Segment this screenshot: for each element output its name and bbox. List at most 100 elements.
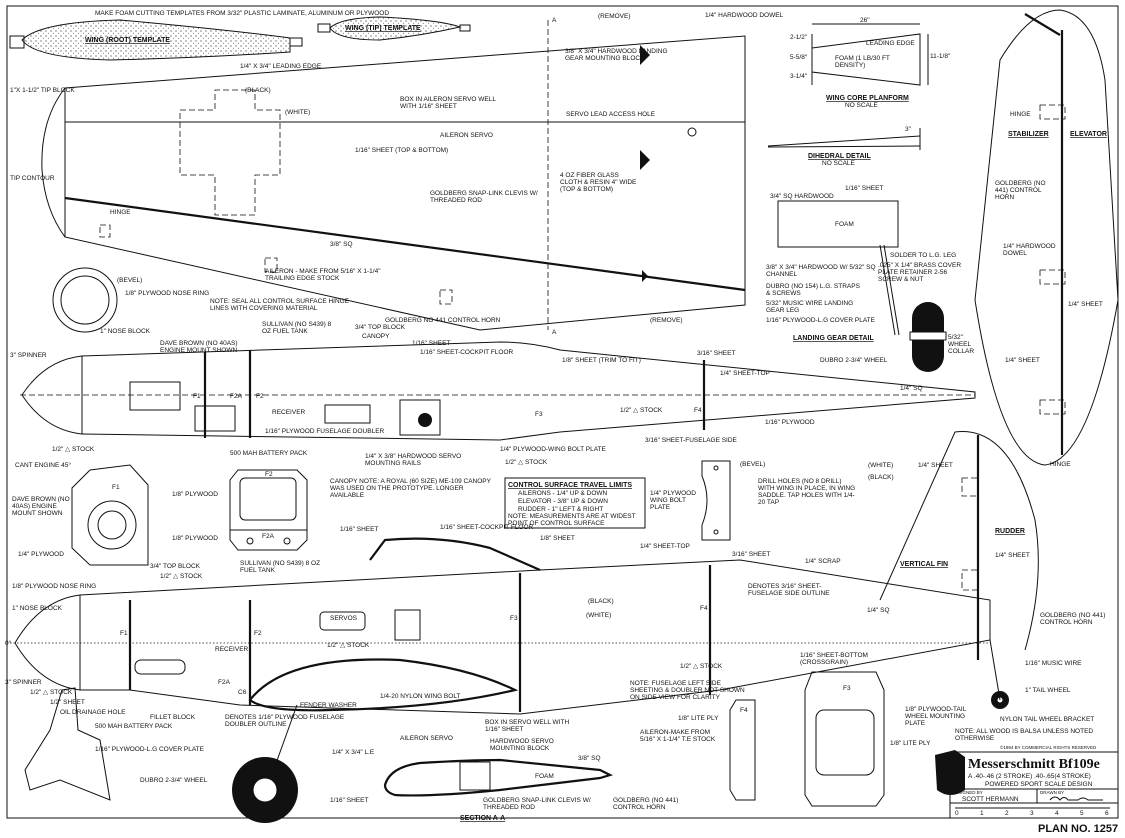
bp-bevel: (BEVEL) <box>740 461 765 468</box>
dihedral-title: DIHEDRAL DETAIL <box>808 153 871 160</box>
ft-stock: 1/2" △ STOCK <box>620 407 663 414</box>
sec-le: 1/4" X 3/4" L.E <box>332 749 375 756</box>
vertical-fin: (WHITE) (BLACK) 1/4" SHEET HINGE RUDDER … <box>805 431 1071 660</box>
former-mount: DAVE BROWN (NO 40AS) ENGINE MOUNT SHOWN <box>12 496 70 517</box>
ft-sheet116: 1/16" SHEET <box>412 340 450 347</box>
ft-stock3: 1/2" △ STOCK <box>52 446 95 453</box>
ft-f1: F1 <box>193 393 201 400</box>
stab-stabilizer: STABILIZER <box>1008 131 1049 138</box>
title-block: ©1994 BY COMMERCIAL RIGHTS RESERVED Mess… <box>935 744 1119 819</box>
fs-wheel: DUBRO 2-3/4" WHEEL <box>140 777 208 784</box>
fs-sheet316: 3/16" SHEET <box>732 551 770 558</box>
foam-templates: MAKE FOAM CUTTING TEMPLATES FROM 3/32" P… <box>9 10 471 61</box>
stab-hinge: HINGE <box>1010 111 1031 118</box>
dihedral-detail: 3" DIHEDRAL DETAIL NO SCALE <box>767 126 921 167</box>
wing-hinge-label: HINGE <box>110 209 131 216</box>
bp-drill: DRILL HOLES (NO 8 DRILL) WITH WING IN PL… <box>758 478 856 506</box>
subtitle-2: POWERED SPORT SCALE DESIGN <box>985 781 1093 788</box>
ft-f4: F4 <box>694 407 702 414</box>
wing-sheet-label: 1/16" SHEET (TOP & BOTTOM) <box>355 147 448 154</box>
sec-sq: 3/8" SQ <box>578 755 601 762</box>
fuselage-top-view: (BEVEL) 1/8" PLYWOOD NOSE RING 1" NOSE B… <box>10 267 976 466</box>
wing-clevis-label: GOLDBERG SNAP-LINK CLEVIS W/ THREADED RO… <box>430 190 538 204</box>
fin-rudder-sheet: 1/4" SHEET <box>995 552 1030 559</box>
lg-wheel: DUBRO 2-3/4" WHEEL <box>820 357 888 364</box>
scale-tick: 5 <box>1080 810 1084 817</box>
fs-sq: 1/4" SQ <box>867 607 890 614</box>
fs-horn: GOLDBERG (NO 441) CONTROL HORN <box>1040 612 1106 626</box>
core-foam: FOAM (1 LB/30 FT DENSITY) <box>835 55 890 69</box>
fs-receiver: RECEIVER <box>215 646 249 653</box>
ft-side: 3/16" SHEET-FUSELAGE SIDE <box>645 437 738 444</box>
scale-tick: 1 <box>980 810 984 817</box>
lg-cover: 1/16" PLYWOOD-L.G COVER PLATE <box>766 317 876 324</box>
ft-nose-ring: 1/8" PLYWOOD NOSE RING <box>125 290 209 297</box>
ft-mount: DAVE BROWN (NO 40AS) ENGINE MOUNT SHOWN <box>160 340 238 354</box>
designed-by-label: DESIGNED BY <box>952 790 983 795</box>
wing-note: NOTE: SEAL ALL CONTROL SURFACE HINGE LIN… <box>210 298 350 312</box>
dihedral-noscale: NO SCALE <box>822 160 856 167</box>
designer-name: SCOTT HERMANN <box>962 796 1019 803</box>
wing-tip-contour-label: TIP CONTOUR <box>10 175 55 182</box>
wing-tipblock-label: 1"X 1-1/2" TIP BLOCK <box>10 87 75 94</box>
fs-servos: SERVOS <box>330 615 358 622</box>
f4-label: F4 <box>740 707 748 714</box>
fs-nose-ring: 1/8" PLYWOOD NOSE RING <box>12 583 96 590</box>
scale-tick: 0 <box>955 810 959 817</box>
crest-logo <box>935 750 965 795</box>
f3-label: F3 <box>843 685 851 692</box>
fin-scrap: 1/4" SCRAP <box>805 558 841 565</box>
fuselage-side-view: 1/8" PLYWOOD NOSE RING 1" NOSE BLOCK 3/4… <box>5 524 1094 730</box>
fs-bottom: 1/16" SHEET-BOTTOM (CROSSGRAIN) <box>800 652 868 666</box>
fs-sheet12: 1/2" SHEET <box>50 699 85 706</box>
wing-remove-bottom: (REMOVE) <box>650 317 683 324</box>
scale-tick: 3 <box>1030 810 1034 817</box>
ft-f3: F3 <box>535 411 543 418</box>
travel-note: NOTE: MEASUREMENTS ARE AT WIDEST POINT O… <box>508 513 636 527</box>
fs-washer: FENDER WASHER <box>300 702 357 709</box>
fs-sheet18: 1/8" SHEET <box>540 535 575 542</box>
travel-rudder: RUDDER - 1" LEFT & RIGHT <box>518 506 603 513</box>
fs-bracket: NYLON TAIL WHEEL BRACKET <box>1000 716 1094 723</box>
fs-white: (WHITE) <box>586 612 611 619</box>
ft-sq: 1/4" SQ <box>900 385 923 392</box>
wing-lg-block-label: 3/8" X 3/4" HARDWOOD LANDING GEAR MOUNTI… <box>565 48 668 62</box>
lg-block: 3/8" X 3/4" HARDWOOD W/ 5/32" SQ CHANNEL <box>766 264 876 278</box>
subtitle-1: A .40-.46 (2 STROKE) .40-.65(4 STROKE) <box>968 773 1091 780</box>
lg-brass: .025" X 1/4" BRASS COVER PLATE RETAINER … <box>878 262 962 283</box>
ft-spinner: 3" SPINNER <box>10 352 47 359</box>
travel-elevator: ELEVATOR - 3/8" UP & DOWN <box>518 498 608 505</box>
formers: CANT ENGINE 45° 1/4" PLYWOOD 1/8" PLYWOO… <box>15 461 308 566</box>
bp-label: 1/4" PLYWOOD WING BOLT PLATE <box>650 490 696 511</box>
fs-black: (BLACK) <box>588 598 614 605</box>
sec-sheet: 1/16" SHEET <box>330 797 368 804</box>
fs-cover: 1/16" PLYWOOD-L.G COVER PLATE <box>95 746 205 753</box>
section-mark-bottom: A <box>552 329 557 336</box>
fin-rudder: RUDDER <box>995 528 1025 535</box>
ft-trim: 1/8" SHEET (TRIM TO FIT) <box>562 357 641 364</box>
fs-battery: 500 MAH BATTERY PACK <box>95 723 173 730</box>
fin-title: VERTICAL FIN <box>900 561 948 568</box>
ft-battery: 500 MAH BATTERY PACK <box>230 450 308 457</box>
lg-straps: DUBRO (NO 154) L.G. STRAPS & SCREWS <box>766 283 860 297</box>
lg-title: LANDING GEAR DETAIL <box>793 335 874 342</box>
former-f1: F1 <box>112 484 120 491</box>
canopy-note: CANOPY NOTE: A ROYAL (60 SIZE) ME-109 CA… <box>330 478 491 499</box>
fin-hinge: HINGE <box>1050 461 1071 468</box>
wing-le-label: 1/4" X 3/4" LEADING EDGE <box>240 63 322 70</box>
core-le: LEADING EDGE <box>866 40 915 47</box>
stab-horn: GOLDBERG (NO 441) CONTROL HORN <box>995 180 1046 201</box>
lg-solder: SOLDER TO L.G. LEG <box>890 252 956 259</box>
wing-black-label: (BLACK) <box>245 87 271 94</box>
plan-number: PLAN NO. 1257 <box>1038 823 1118 835</box>
lg-wire: 5/32" MUSIC WIRE LANDING GEAR LEG <box>766 300 854 314</box>
core-span: 26" <box>860 17 870 24</box>
wing-core-planform: 26" LEADING EDGE 2-1/2" 5-5/8" 3-1/4" 11… <box>790 17 951 109</box>
fs-outline: DENOTES 3/16" SHEET-FUSELAGE SIDE OUTLIN… <box>748 583 830 597</box>
landing-gear-detail: 1/16" SHEET 3/4" SQ HARDWOOD FOAM SOLDER… <box>766 185 956 372</box>
lg-collar: 5/32" WHEEL COLLAR <box>948 334 975 355</box>
fs-f1: F1 <box>120 630 128 637</box>
fs-lite: 1/8" LITE PLY <box>678 715 719 722</box>
fs-f2a: F2A <box>218 679 231 686</box>
wing-white-label: (WHITE) <box>285 109 310 116</box>
